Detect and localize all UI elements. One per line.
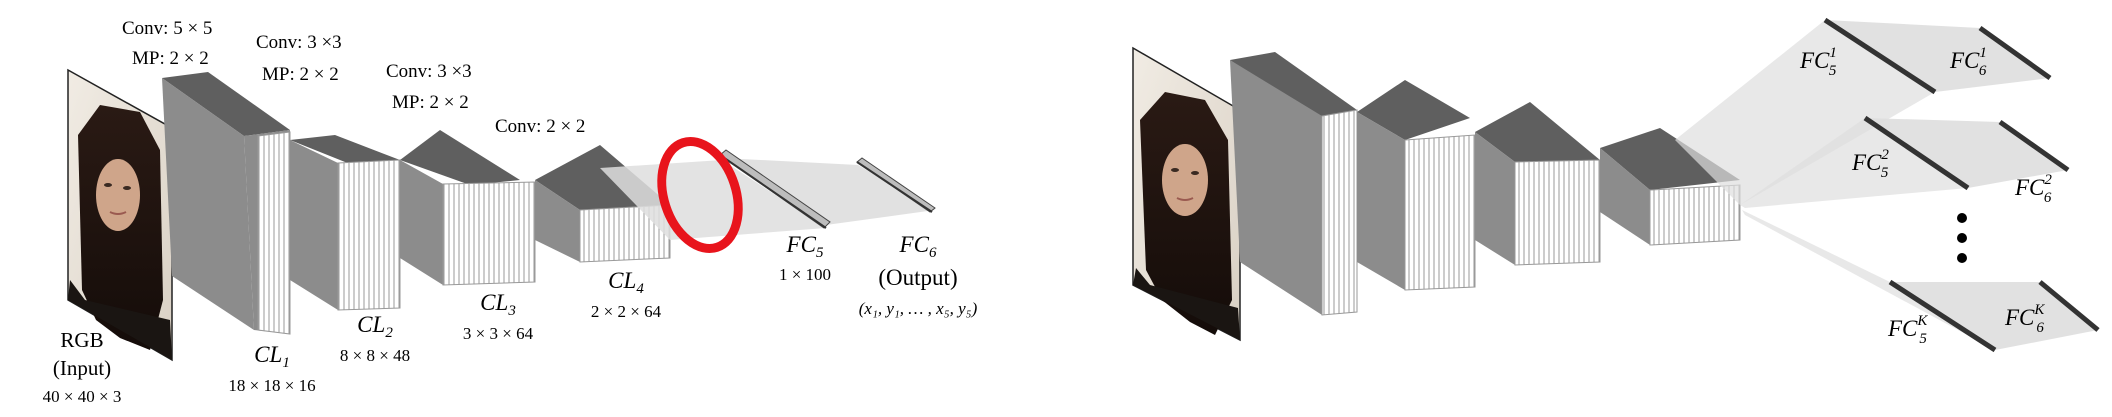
input-face-image-right xyxy=(1132,46,1241,342)
branch2-fc6-bar xyxy=(1998,119,2070,173)
ellipsis-dot xyxy=(1957,233,1967,243)
cl3-label: CL3 xyxy=(480,290,516,319)
cl3-block-right xyxy=(1475,102,1601,266)
fc5-dims: 1 × 100 xyxy=(779,265,831,284)
fc6-bar xyxy=(856,157,936,213)
fc5-fc6-connection xyxy=(722,158,935,225)
conv2-label: Conv: 3 ×3 xyxy=(256,32,342,53)
cl4-fc5-connection xyxy=(600,160,826,240)
cl3-block xyxy=(400,130,536,286)
branch2-connection xyxy=(1740,118,1968,208)
cl1-block-right xyxy=(1230,52,1358,316)
conv4-label: Conv: 2 × 2 xyxy=(495,116,585,137)
branchk-fc-plane xyxy=(1890,282,2098,350)
cl4-label: CL4 xyxy=(608,268,644,297)
mp3-label: MP: 2 × 2 xyxy=(392,92,469,113)
branchk-connection xyxy=(1742,210,1995,350)
conv1-label: Conv: 5 × 5 xyxy=(122,18,212,39)
conv3-label: Conv: 3 ×3 xyxy=(386,61,472,82)
ellipsis-dot xyxy=(1957,253,1967,263)
input-face-image xyxy=(67,68,173,362)
cl4-dims: 2 × 2 × 64 xyxy=(591,302,662,321)
branch1-fc5-bar xyxy=(1823,17,1937,95)
input-label-rgb: RGB xyxy=(60,328,103,352)
cl1-label: CL1 xyxy=(254,342,290,371)
cl1-block xyxy=(162,72,291,335)
fc5-bar xyxy=(719,149,831,229)
fc6-label: FC6 xyxy=(899,232,937,261)
fc5-label: FC5 xyxy=(786,232,824,261)
branch1-connection xyxy=(1675,20,1935,205)
mp2-label: MP: 2 × 2 xyxy=(262,64,339,85)
input-label-input: (Input) xyxy=(53,356,111,380)
branch2-fc5-bar xyxy=(1863,115,1970,191)
mp1-label: MP: 2 × 2 xyxy=(132,48,209,69)
branch1-fc6-bar xyxy=(1978,25,2052,81)
fc6-dims: (x₁, y₁, … , x₅, y₅) xyxy=(859,299,978,318)
cl2-block-right xyxy=(1357,80,1476,291)
single-task-network: Conv: 5 × 5 MP: 2 × 2 Conv: 3 ×3 MP: 2 ×… xyxy=(43,18,978,406)
branchk-fc6-bar xyxy=(2038,280,2100,332)
cl2-block xyxy=(290,135,401,311)
fc6-output-label: (Output) xyxy=(878,265,957,290)
ellipsis-dot xyxy=(1957,213,1967,223)
input-dims: 40 × 40 × 3 xyxy=(43,387,122,406)
cl2-dims: 8 × 8 × 48 xyxy=(340,346,410,365)
highlight-ring xyxy=(657,137,743,253)
cl1-dims: 18 × 18 × 16 xyxy=(228,376,315,395)
branchk-fc5-bar xyxy=(1888,279,1997,353)
cl4-block-right xyxy=(1600,128,1741,246)
cl3-dims: 3 × 3 × 64 xyxy=(463,324,534,343)
cl2-label: CL2 xyxy=(357,312,393,341)
